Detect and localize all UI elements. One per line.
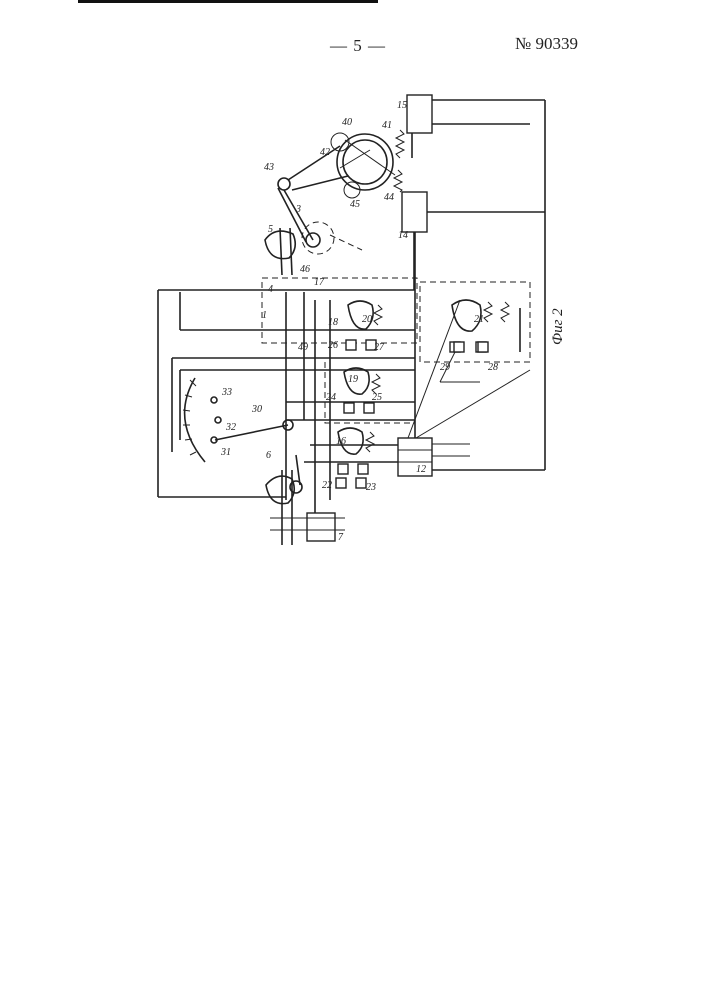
terminal-block-12 bbox=[398, 300, 530, 476]
label-20: 20 bbox=[362, 314, 372, 325]
label-23: 23 bbox=[366, 482, 376, 493]
label-45: 45 bbox=[350, 199, 360, 210]
label-14: 14 bbox=[398, 230, 408, 241]
label-16: 16 bbox=[336, 436, 346, 447]
label-5: 5 bbox=[268, 224, 273, 235]
label-42: 42 bbox=[320, 147, 330, 158]
label-22: 22 bbox=[322, 480, 332, 491]
spring-44 bbox=[396, 130, 404, 158]
bus-lines bbox=[158, 212, 545, 530]
label-3: 3 bbox=[295, 204, 301, 215]
label-4: 4 bbox=[268, 284, 273, 295]
selector-dial bbox=[183, 378, 293, 462]
label-26: 26 bbox=[328, 340, 338, 351]
label-15: 15 bbox=[397, 100, 407, 111]
actuator-15 bbox=[407, 95, 545, 212]
label-49: 49 bbox=[298, 342, 308, 353]
label-17: 17 bbox=[314, 277, 325, 288]
motor-5 bbox=[265, 222, 362, 275]
relay-16 bbox=[338, 428, 374, 474]
label-12: 12 bbox=[416, 464, 426, 475]
label-25: 25 bbox=[372, 392, 382, 403]
label-43: 43 bbox=[264, 162, 274, 173]
contact-23 bbox=[356, 478, 366, 488]
relay-21 bbox=[440, 300, 509, 382]
contact-28 bbox=[478, 342, 488, 352]
label-40: 40 bbox=[342, 117, 352, 128]
actuator-14 bbox=[402, 192, 545, 290]
label-24: 24 bbox=[326, 392, 336, 403]
label-46: 46 bbox=[300, 264, 310, 275]
label-31: 31 bbox=[220, 447, 231, 458]
figure-caption: Фиг 2 bbox=[550, 308, 566, 345]
label-28: 28 bbox=[488, 362, 498, 373]
spring-44b bbox=[394, 170, 402, 192]
contact-29 bbox=[454, 342, 464, 352]
label-44: 44 bbox=[384, 192, 394, 203]
label-21: 21 bbox=[474, 314, 484, 325]
label-33: 33 bbox=[221, 387, 232, 398]
label-27: 27 bbox=[374, 342, 385, 353]
label-6: 6 bbox=[266, 450, 271, 461]
label-18: 18 bbox=[328, 317, 338, 328]
label-41: 41 bbox=[382, 120, 392, 131]
cam-wheel bbox=[331, 133, 395, 198]
label-1: 1 bbox=[262, 310, 267, 321]
label-19: 19 bbox=[348, 374, 358, 385]
label-30: 30 bbox=[251, 404, 262, 415]
label-29: 29 bbox=[440, 362, 450, 373]
label-7: 7 bbox=[338, 532, 344, 543]
contact-22 bbox=[336, 478, 346, 488]
label-32: 32 bbox=[225, 422, 236, 433]
motor-6 bbox=[266, 455, 345, 545]
